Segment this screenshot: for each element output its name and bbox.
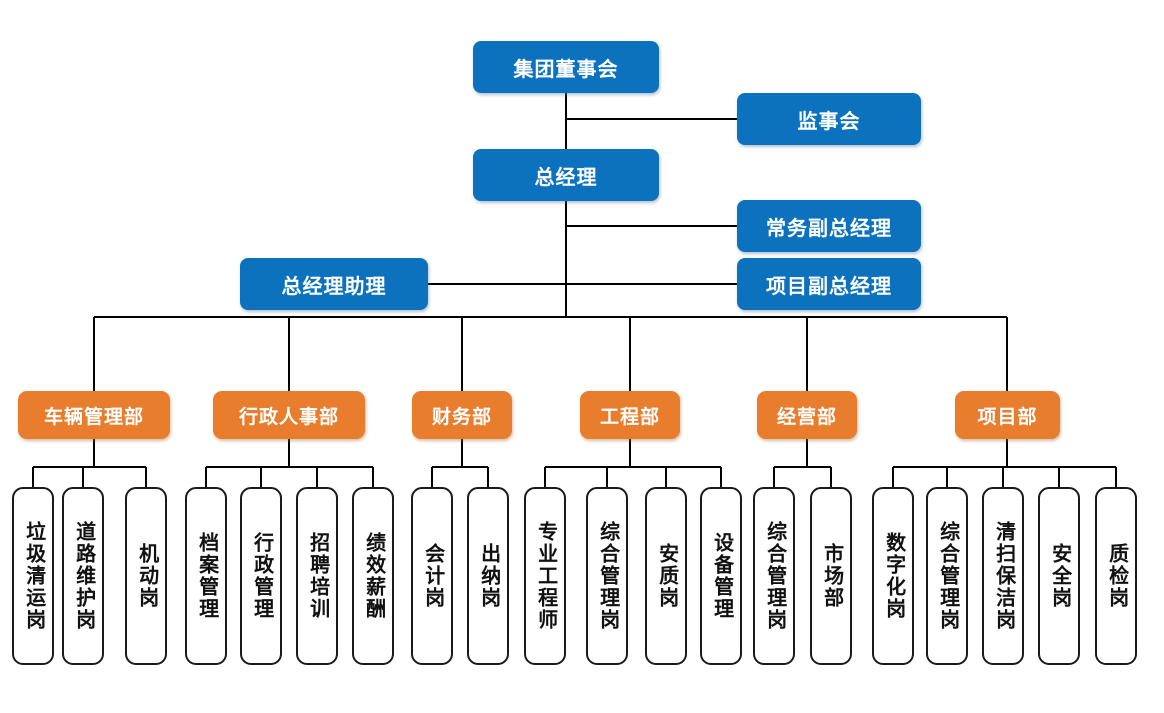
department-label: 财务部: [431, 406, 492, 428]
position-label: 数字化岗: [882, 532, 905, 620]
node-project-vice-gm[interactable]: 项目副总经理: [737, 258, 921, 310]
position-label: 安全岗: [1048, 543, 1071, 609]
position-box-1-0[interactable]: 档案管理: [185, 487, 227, 665]
position-box-0-0[interactable]: 垃圾清运岗: [12, 487, 54, 665]
position-label: 会计岗: [421, 543, 444, 609]
department-box-3[interactable]: 工程部: [580, 391, 680, 439]
position-label: 档案管理: [195, 532, 218, 620]
position-box-5-2[interactable]: 清扫保洁岗: [982, 487, 1024, 665]
position-label: 招聘培训: [306, 532, 329, 620]
node-general-manager-label: 总经理: [534, 166, 598, 189]
department-label: 工程部: [599, 406, 660, 428]
position-label: 绩效薪酬: [362, 532, 385, 620]
position-label: 质检岗: [1105, 543, 1128, 609]
position-label: 安质岗: [655, 543, 678, 609]
position-label: 清扫保洁岗: [992, 521, 1015, 631]
position-label: 综合管理岗: [763, 521, 786, 631]
position-box-5-3[interactable]: 安全岗: [1038, 487, 1080, 665]
position-box-4-1[interactable]: 市场部: [810, 487, 852, 665]
node-gm-assistant-label: 总经理助理: [281, 275, 387, 298]
position-box-5-1[interactable]: 综合管理岗: [926, 487, 968, 665]
position-label: 垃圾清运岗: [22, 521, 45, 631]
node-supervisory-board-label: 监事会: [797, 110, 861, 133]
position-label: 出纳岗: [477, 543, 500, 609]
position-label: 行政管理: [250, 532, 273, 620]
position-box-5-0[interactable]: 数字化岗: [872, 487, 914, 665]
department-box-1[interactable]: 行政人事部: [213, 391, 365, 439]
node-board[interactable]: 集团董事会: [473, 41, 659, 93]
department-box-2[interactable]: 财务部: [412, 391, 512, 439]
position-box-4-0[interactable]: 综合管理岗: [753, 487, 795, 665]
department-box-4[interactable]: 经营部: [757, 391, 857, 439]
position-box-3-2[interactable]: 安质岗: [645, 487, 687, 665]
position-box-2-0[interactable]: 会计岗: [411, 487, 453, 665]
node-project-vice-gm-label: 项目副总经理: [766, 275, 892, 298]
position-label: 综合管理岗: [936, 521, 959, 631]
position-box-3-3[interactable]: 设备管理: [700, 487, 742, 665]
node-general-manager[interactable]: 总经理: [473, 149, 659, 201]
position-box-5-4[interactable]: 质检岗: [1095, 487, 1137, 665]
node-gm-assistant[interactable]: 总经理助理: [240, 258, 428, 310]
position-label: 机动岗: [135, 543, 158, 609]
department-label: 行政人事部: [238, 406, 339, 428]
position-label: 道路维护岗: [72, 521, 95, 631]
department-label: 车辆管理部: [43, 406, 144, 428]
node-supervisory-board[interactable]: 监事会: [737, 93, 921, 145]
position-box-1-2[interactable]: 招聘培训: [296, 487, 338, 665]
position-label: 专业工程师: [534, 521, 557, 631]
node-executive-vice-gm[interactable]: 常务副总经理: [737, 200, 921, 252]
position-box-0-2[interactable]: 机动岗: [125, 487, 167, 665]
position-box-3-1[interactable]: 综合管理岗: [586, 487, 628, 665]
position-label: 综合管理岗: [596, 521, 619, 631]
department-label: 项目部: [977, 406, 1038, 428]
node-executive-vice-gm-label: 常务副总经理: [766, 217, 892, 240]
node-board-label: 集团董事会: [513, 58, 619, 81]
position-box-1-1[interactable]: 行政管理: [240, 487, 282, 665]
position-label: 市场部: [820, 543, 843, 609]
department-box-5[interactable]: 项目部: [955, 391, 1060, 439]
position-label: 设备管理: [710, 532, 733, 620]
position-box-1-3[interactable]: 绩效薪酬: [352, 487, 394, 665]
department-box-0[interactable]: 车辆管理部: [18, 391, 170, 439]
position-box-0-1[interactable]: 道路维护岗: [62, 487, 104, 665]
department-label: 经营部: [776, 406, 837, 428]
position-box-2-1[interactable]: 出纳岗: [467, 487, 509, 665]
position-box-3-0[interactable]: 专业工程师: [524, 487, 566, 665]
